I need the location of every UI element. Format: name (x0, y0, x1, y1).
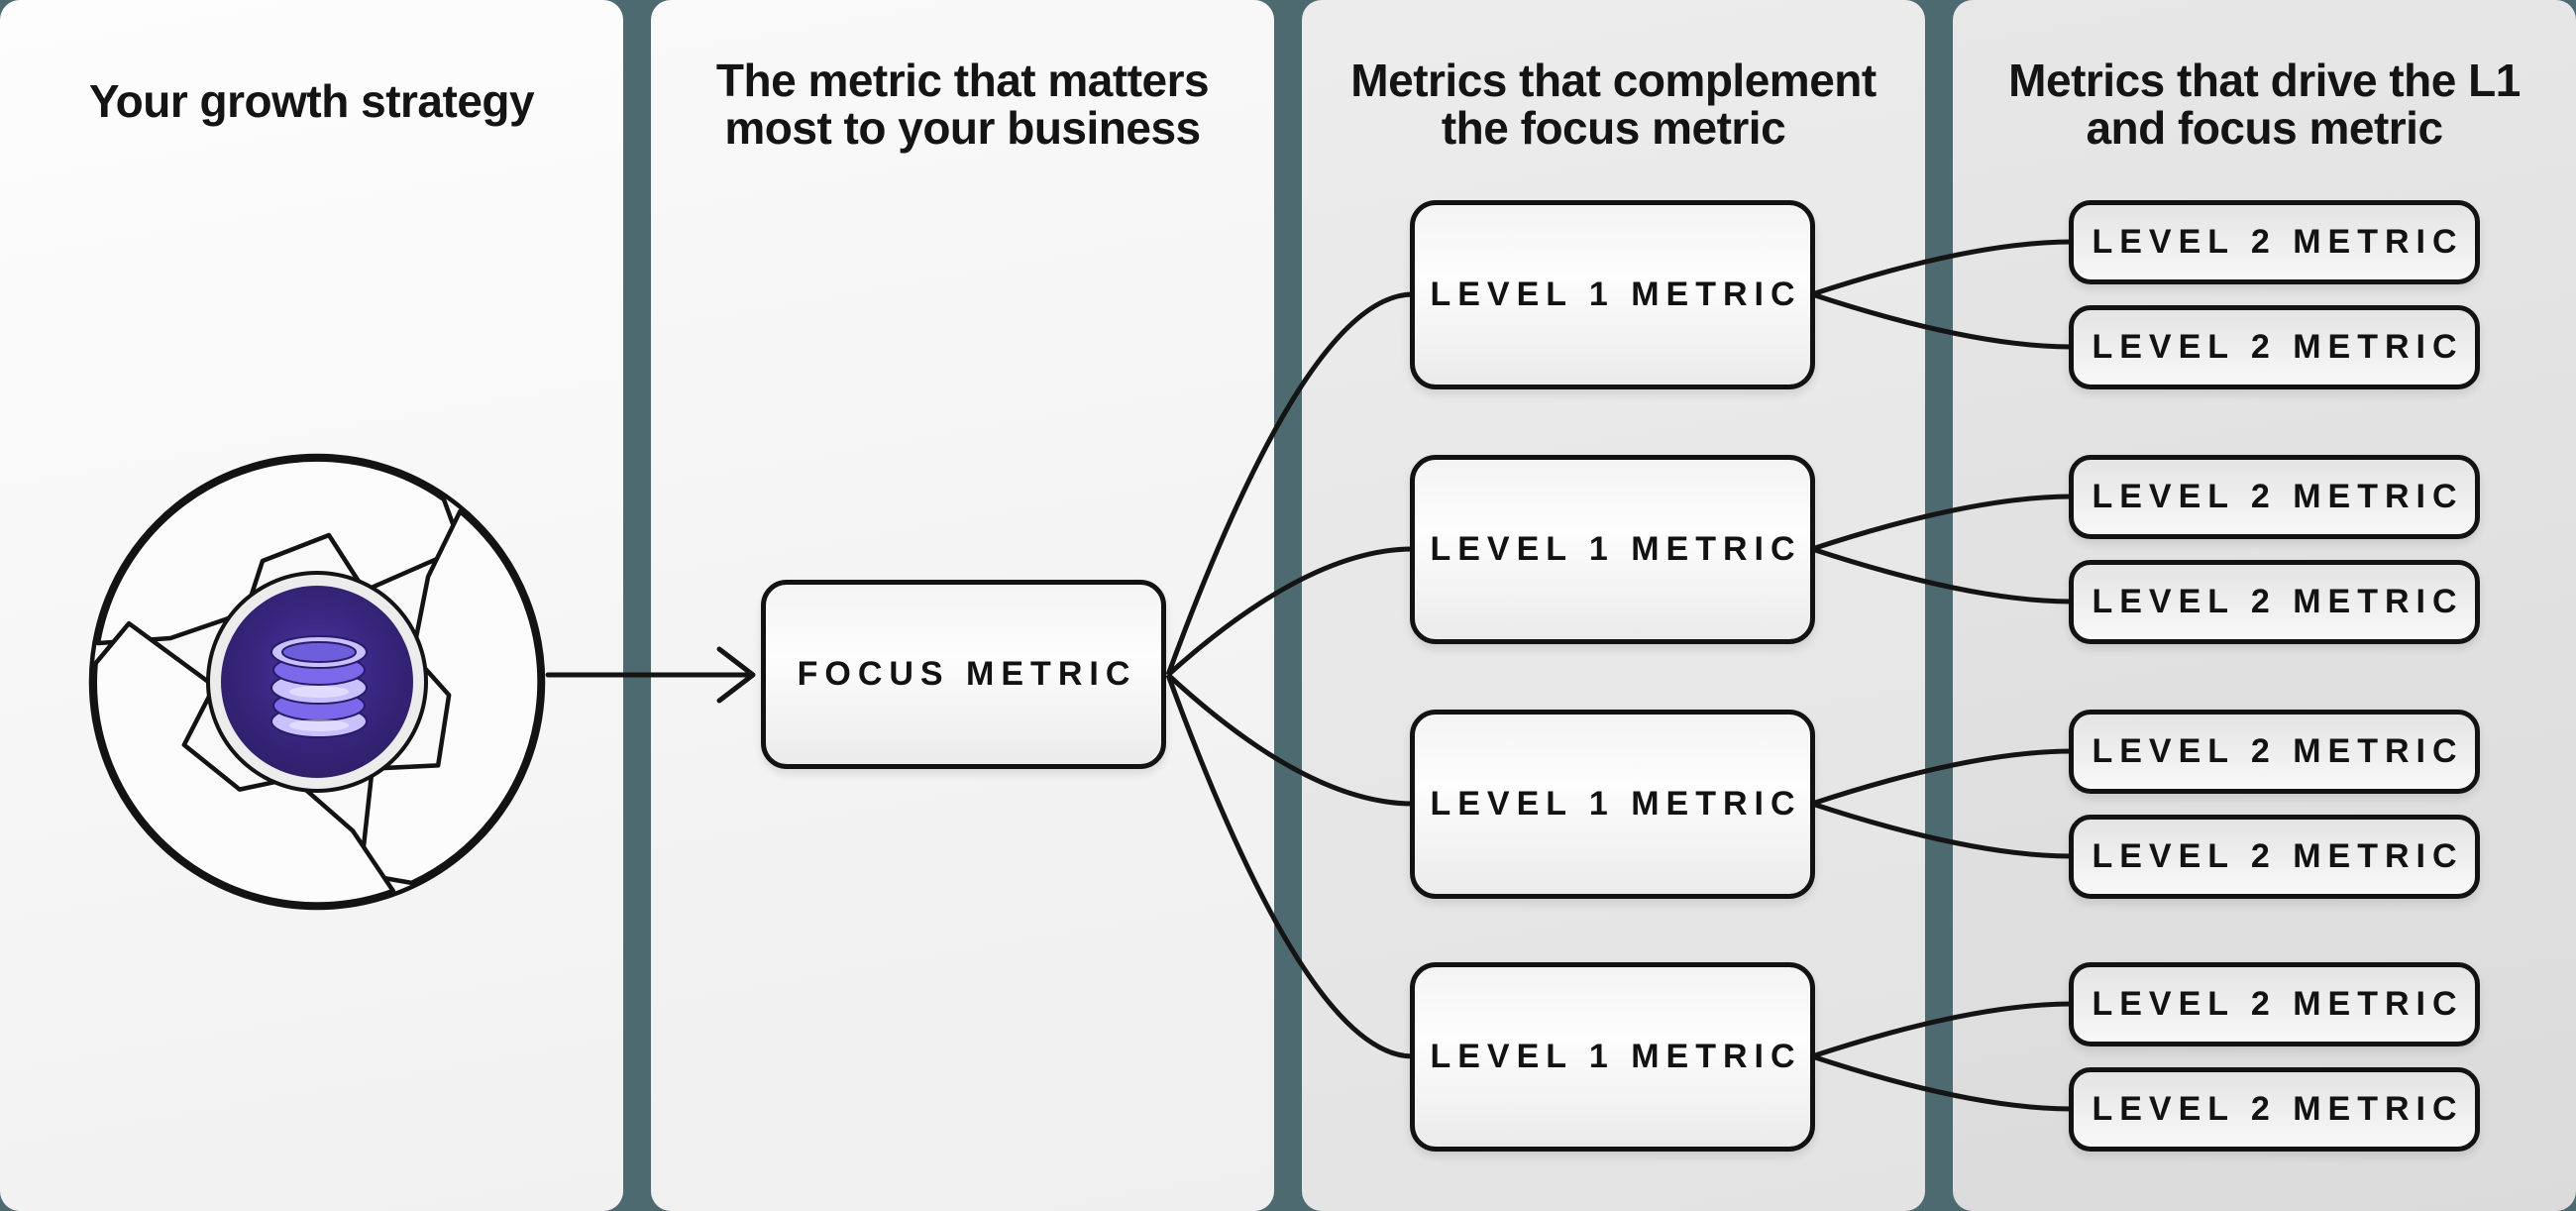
level-2-metric-box: LEVEL 2 METRIC (2069, 200, 2480, 284)
level-2-metric-label: LEVEL 2 METRIC (2092, 328, 2464, 366)
level-2-metric-box: LEVEL 2 METRIC (2069, 305, 2480, 389)
level-1-metric-label: LEVEL 1 METRIC (1430, 275, 1802, 313)
level-1-metric-label: LEVEL 1 METRIC (1430, 1038, 1802, 1075)
level-2-metric-label: LEVEL 2 METRIC (2092, 583, 2464, 620)
level-2-metric-box: LEVEL 2 METRIC (2069, 560, 2480, 644)
connector-line (1166, 546, 1414, 677)
level-2-metric-label: LEVEL 2 METRIC (2092, 985, 2464, 1023)
level-2-metric-label: LEVEL 2 METRIC (2092, 1090, 2464, 1128)
connector-line (1811, 239, 2073, 297)
connector-line (1811, 546, 2073, 605)
level-2-metric-box: LEVEL 2 METRIC (2069, 1067, 2480, 1152)
level-2-metric-box: LEVEL 2 METRIC (2069, 455, 2480, 539)
connector-line (1166, 673, 1414, 807)
level-2-metric-label: LEVEL 2 METRIC (2092, 732, 2464, 770)
level-1-metric-box: LEVEL 1 METRIC (1410, 962, 1815, 1152)
panel-title: Your growth strategy (88, 75, 535, 127)
level-1-metric-box: LEVEL 1 METRIC (1410, 455, 1815, 644)
connector-line (1811, 291, 2073, 350)
growth-loop-database-icon (53, 453, 619, 983)
right-arrow-icon (545, 646, 756, 704)
level-2-metric-label: LEVEL 2 METRIC (2092, 478, 2464, 515)
level-1-metric-box: LEVEL 1 METRIC (1410, 710, 1815, 899)
connector-line (1165, 291, 1414, 676)
panel-title: The metric that matters most to your bus… (715, 55, 1210, 154)
l1-to-l2-connectors (1811, 239, 2073, 1112)
level-1-metric-box: LEVEL 1 METRIC (1410, 200, 1815, 389)
shutter-blades (53, 457, 619, 983)
focus-to-l1-connectors (1165, 291, 1414, 1059)
connector-line (1811, 1053, 2073, 1112)
panel-title: Metrics that drive the L1 and focus metr… (2008, 55, 2521, 154)
level-2-metric-label: LEVEL 2 METRIC (2092, 223, 2464, 261)
panel-title: Metrics that complement the focus metric (1350, 55, 1877, 154)
connector-line (1811, 1001, 2073, 1059)
level-1-metric-label: LEVEL 1 METRIC (1430, 785, 1802, 823)
connector-line (1165, 674, 1414, 1059)
connector-line (1811, 748, 2073, 807)
connector-line (1811, 494, 2073, 552)
level-2-metric-box: LEVEL 2 METRIC (2069, 962, 2480, 1046)
connector-line (1811, 801, 2073, 859)
level-2-metric-label: LEVEL 2 METRIC (2092, 837, 2464, 875)
level-1-metric-label: LEVEL 1 METRIC (1430, 530, 1802, 568)
level-2-metric-box: LEVEL 2 METRIC (2069, 710, 2480, 794)
focus-metric-label: FOCUS METRIC (797, 655, 1137, 693)
level-2-metric-box: LEVEL 2 METRIC (2069, 815, 2480, 899)
focus-metric-box: FOCUS METRIC (761, 580, 1166, 769)
database-icon (270, 635, 368, 738)
